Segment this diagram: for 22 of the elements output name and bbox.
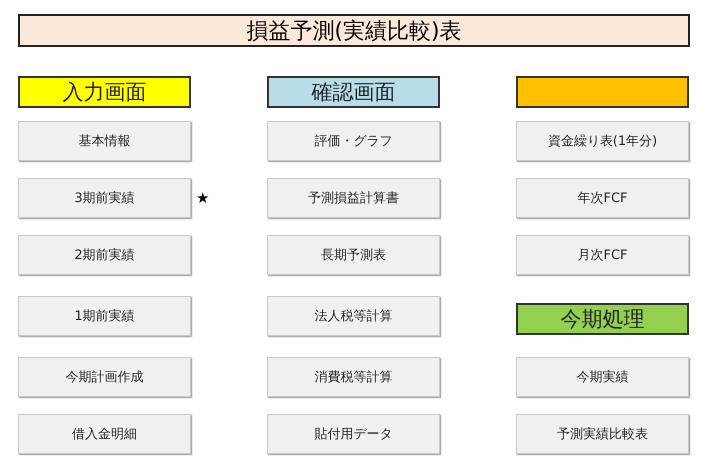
menu-button: 長期予測表 bbox=[267, 235, 440, 275]
menu-button: 貼付用データ bbox=[267, 414, 440, 454]
menu-button: 2期前実績 bbox=[18, 235, 191, 275]
menu-button: 消費税等計算 bbox=[267, 357, 440, 397]
menu-button: 3期前実績 bbox=[18, 178, 191, 218]
menu-button: 予測実績比較表 bbox=[516, 414, 689, 454]
star-mark: ★ bbox=[196, 189, 210, 207]
section-header: 確認画面 bbox=[267, 76, 440, 108]
menu-button: 月次FCF bbox=[516, 235, 689, 275]
menu-button: 借入金明細 bbox=[18, 414, 191, 454]
menu-button: 今期計画作成 bbox=[18, 357, 191, 397]
menu-button: 基本情報 bbox=[18, 121, 191, 161]
menu-button: 法人税等計算 bbox=[267, 296, 440, 336]
section-header: 今期処理 bbox=[516, 303, 689, 335]
section-header: 入力画面 bbox=[18, 76, 191, 108]
menu-button: 評価・グラフ bbox=[267, 121, 440, 161]
menu-button: 今期実績 bbox=[516, 357, 689, 397]
menu-button: 予測損益計算書 bbox=[267, 178, 440, 218]
menu-button: 資金繰り表(1年分) bbox=[516, 121, 689, 161]
title-banner: 損益予測(実績比較)表 bbox=[18, 14, 690, 47]
menu-button: 1期前実績 bbox=[18, 296, 191, 336]
menu-button: 年次FCF bbox=[516, 178, 689, 218]
